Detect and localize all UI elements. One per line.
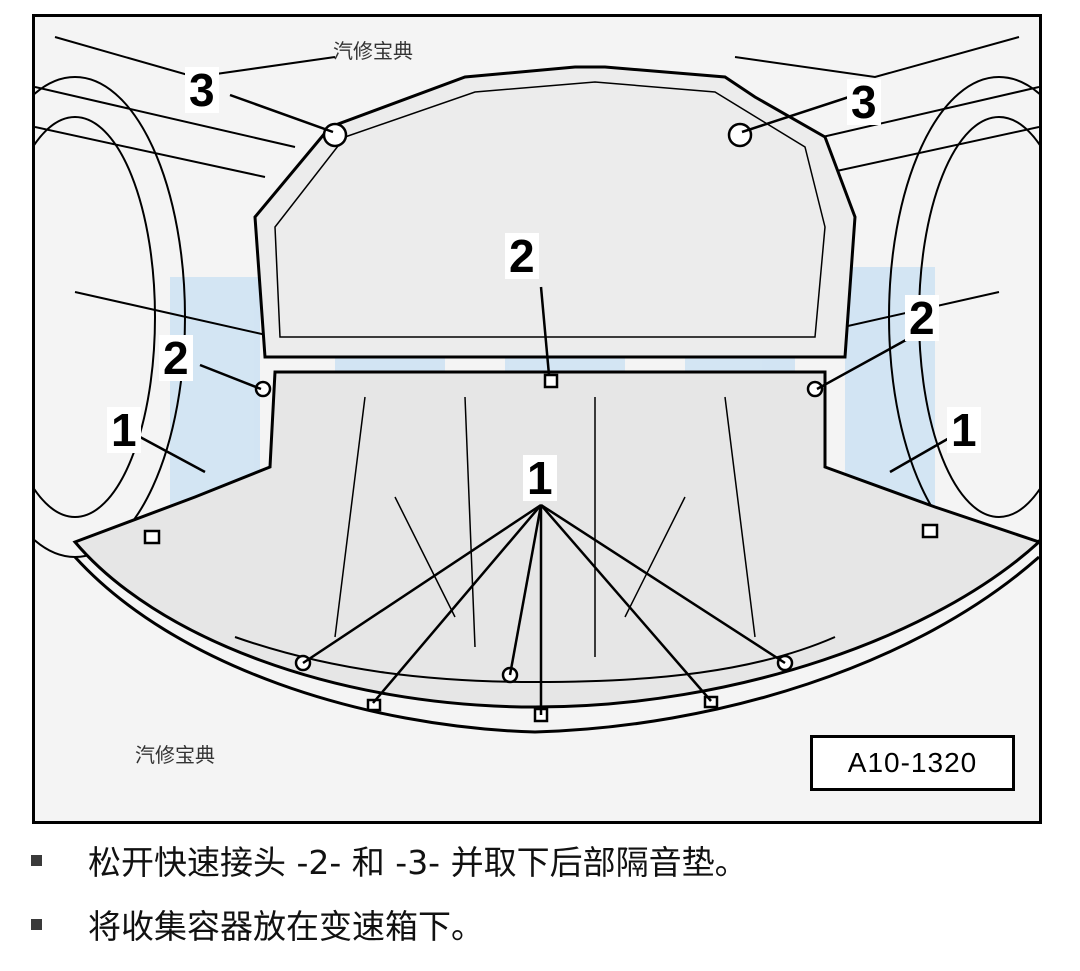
callout-2-left: 2 bbox=[159, 335, 193, 381]
underbody-panel bbox=[72, 370, 1039, 709]
underbody-drawing bbox=[35, 36, 1039, 734]
instruction-step: 将收集容器放在变速箱下。 bbox=[30, 892, 1050, 956]
rear-insulation-upper bbox=[253, 65, 857, 359]
callout-1-left: 1 bbox=[107, 407, 141, 453]
instruction-text: 松开快速接头 -2- 和 -3- 并取下后部隔音垫。 bbox=[88, 843, 748, 882]
callout-3-left: 3 bbox=[185, 67, 219, 113]
leader-lines bbox=[139, 93, 952, 715]
instruction-list: 松开快速接头 -2- 和 -3- 并取下后部隔音垫。 将收集容器放在变速箱下。 bbox=[30, 828, 1050, 956]
fasteners bbox=[143, 122, 939, 723]
watermark-label-top: 汽修宝典 bbox=[333, 39, 413, 63]
callout-1-center: 1 bbox=[523, 455, 557, 501]
bullet-icon bbox=[31, 918, 42, 930]
panel-ribs bbox=[334, 396, 756, 657]
callout-1-right: 1 bbox=[947, 407, 981, 453]
callout-2-center: 2 bbox=[505, 233, 539, 279]
callout-3-right: 3 bbox=[847, 79, 881, 125]
instruction-text: 将收集容器放在变速箱下。 bbox=[88, 907, 484, 946]
figure-id-label: A10-1320 bbox=[810, 735, 1015, 791]
diagram-figure: 汽修宝典 汽修宝典 3 3 2 2 2 1 1 1 A10-1320 bbox=[32, 14, 1042, 824]
bullet-icon bbox=[31, 854, 42, 866]
watermark-label-bottom: 汽修宝典 bbox=[135, 743, 215, 767]
callout-2-right: 2 bbox=[905, 295, 939, 341]
instruction-step: 松开快速接头 -2- 和 -3- 并取下后部隔音垫。 bbox=[30, 828, 1050, 892]
